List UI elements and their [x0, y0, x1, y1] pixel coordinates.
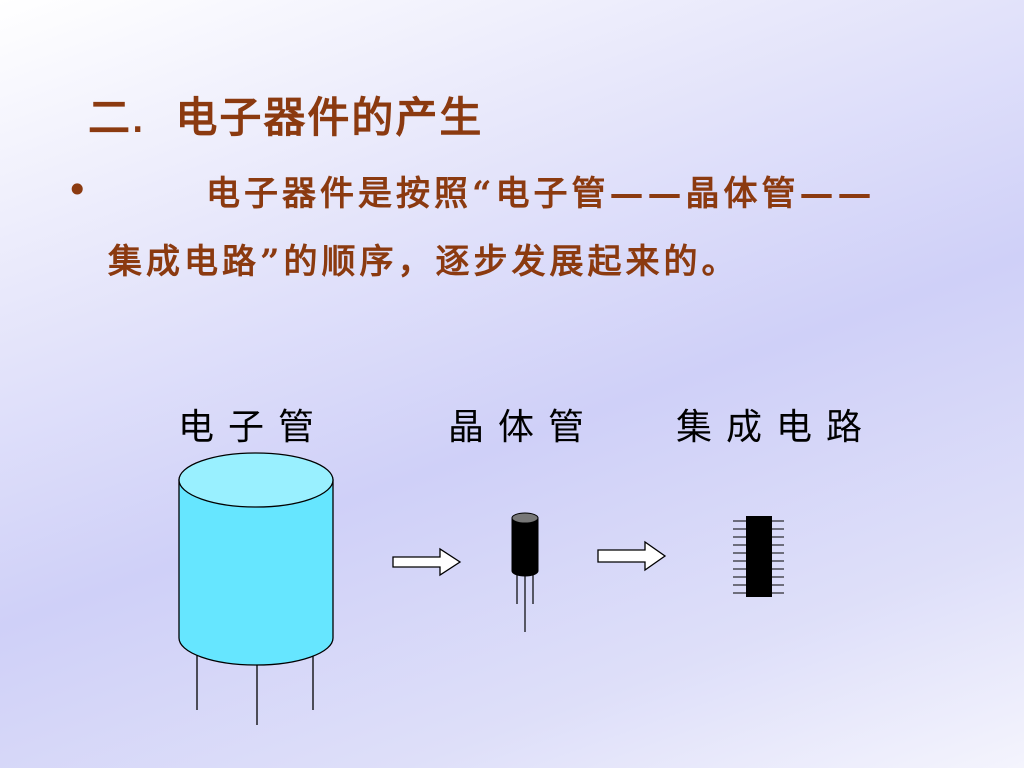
vacuum-tube-icon — [179, 453, 333, 725]
transistor-icon — [512, 513, 538, 632]
arrow-right-icon — [393, 549, 460, 575]
arrow-right-icon — [598, 542, 665, 570]
integrated-circuit-icon — [733, 516, 784, 597]
